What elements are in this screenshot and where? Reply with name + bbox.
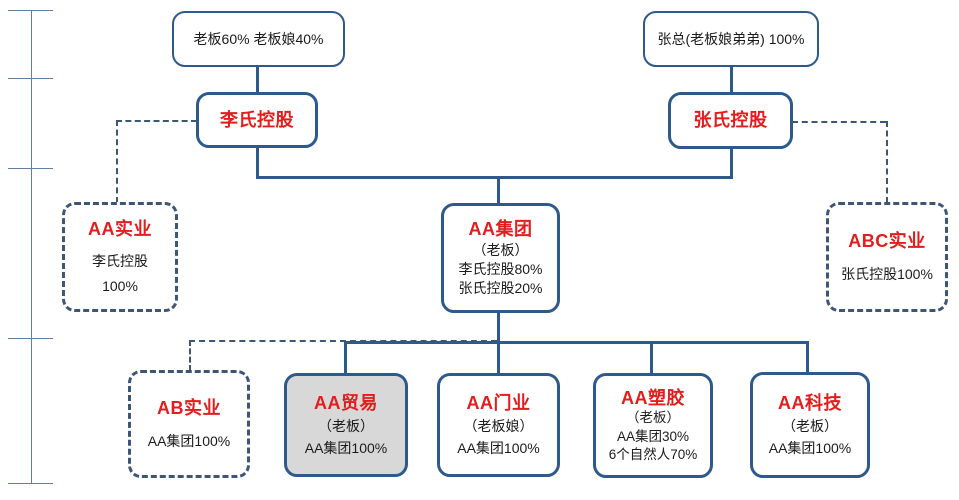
connector-holdings-bus [256,176,733,179]
node-title: AA集团 [468,219,533,240]
connector-drop-aadoor [497,341,500,374]
ruler-tick [8,168,53,169]
node-zhang-holdings: 张氏控股 [668,92,793,149]
node-li-holdings: 李氏控股 [196,92,318,148]
node-line: 李氏控股 [92,253,148,270]
node-title: 张氏控股 [693,110,768,131]
node-aa-door: AA门业 （老板娘） AA集团100% [437,373,560,477]
node-aa-trading: AA贸易 （老板） AA集团100% [284,373,408,477]
dashed-connector-li-aaindustry-h [116,120,197,122]
node-line: 李氏控股80% [458,260,543,277]
node-line: 张氏控股20% [458,279,543,296]
connector-aagroup-down [497,311,500,343]
ruler-axis-line [31,10,32,483]
node-shareholder-right: 张总(老板娘弟弟) 100% [643,11,819,67]
node-line: 6个自然人70% [608,446,698,462]
node-title: AB实业 [157,398,221,419]
node-line: （老板） [472,241,529,258]
node-abc-industry: ABC实业 张氏控股100% [826,202,948,312]
node-ab-industry: AB实业 AA集团100% [128,370,250,478]
node-aa-plastic: AA塑胶 （老板） AA集团30% 6个自然人70% [593,373,713,478]
node-line: AA集团100% [147,432,231,449]
node-line: AA集团100% [457,440,540,457]
node-title: AA科技 [778,392,842,413]
node-aa-industry: AA实业 李氏控股 100% [62,202,178,312]
dashed-connector-li-aaindustry-v [116,120,118,203]
ruler-tick [8,78,53,79]
dashed-connector-abindustry-h [189,340,497,342]
connector-shareholderright-zhang [730,66,733,94]
node-title: ABC实业 [848,231,926,252]
node-shareholder-left: 老板60% 老板娘40% [172,11,345,67]
node-line: （老板） [782,418,838,435]
connector-drop-aatrading [344,341,347,374]
node-label: 老板60% 老板娘40% [193,30,324,47]
dashed-connector-abindustry-v [189,340,191,371]
ruler-tick [8,10,53,11]
node-title: AA门业 [466,392,531,413]
node-aa-tech: AA科技 （老板） AA集团100% [750,372,870,478]
connector-bus-aagroup [497,176,500,205]
node-line: （老板） [626,410,680,426]
node-title: AA实业 [88,218,152,239]
node-line: 100% [102,278,138,295]
dashed-connector-zhang-abcindustry-h [792,121,886,123]
node-line: AA集团100% [304,440,388,457]
ruler-tick [8,483,53,484]
node-title: 李氏控股 [220,109,294,130]
connector-zhang-down [730,147,733,178]
node-line: （老板） [318,418,374,435]
dashed-connector-zhang-abcindustry-v [886,121,888,203]
node-line: AA集团30% [616,428,690,444]
connector-shareholderleft-li [256,66,259,94]
node-aa-group: AA集团 （老板） 李氏控股80% 张氏控股20% [441,203,560,313]
connector-li-down [256,146,259,178]
node-line: （老板娘） [463,418,534,435]
connector-drop-aatech [806,341,809,373]
node-label: 张总(老板娘弟弟) 100% [657,30,805,47]
connector-subsidiaries-bus [344,341,809,344]
ruler-tick [8,338,53,339]
node-title: AA塑胶 [621,387,685,408]
connector-drop-aaplastic [650,341,653,374]
node-title: AA贸易 [314,392,378,413]
node-line: AA集团100% [768,440,852,457]
node-line: 张氏控股100% [841,265,933,282]
